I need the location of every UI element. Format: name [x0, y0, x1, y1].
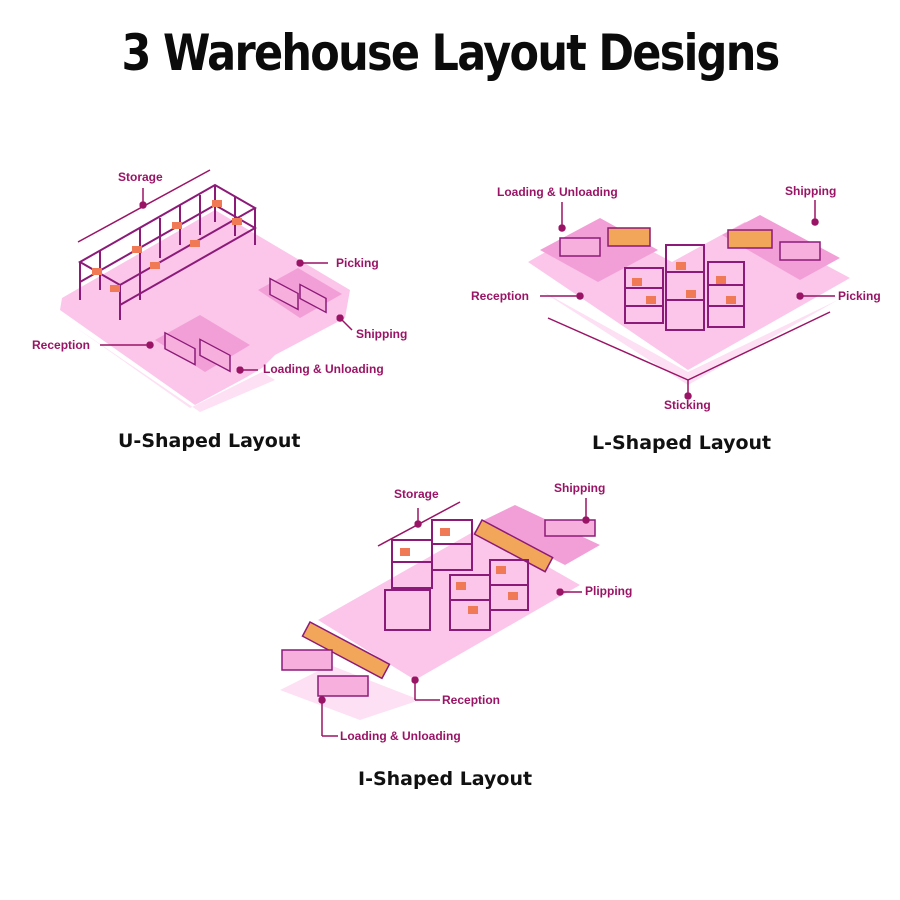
l-label-loading: Loading & Unloading	[497, 185, 618, 199]
i-shipping-dock	[473, 505, 600, 573]
i-storage-boxes	[400, 528, 518, 614]
i-loading-dock	[281, 620, 391, 697]
l-label-picking: Picking	[838, 289, 881, 303]
l-leader-lines	[540, 200, 835, 400]
i-label-storage: Storage	[394, 487, 439, 501]
l-shaped-caption: L-Shaped Layout	[592, 432, 772, 454]
u-label-loading: Loading & Unloading	[263, 362, 384, 376]
u-leader-lines	[77, 169, 353, 374]
l-label-reception: Reception	[471, 289, 529, 303]
u-shipping-dock	[258, 268, 342, 318]
i-storage-racks	[384, 519, 529, 631]
i-label-picking: Plipping	[585, 584, 632, 598]
u-storage-boxes	[92, 200, 242, 292]
l-label-stocking: Sticking	[664, 398, 711, 412]
l-shipping-dock	[722, 215, 840, 280]
l-storage-racks	[624, 244, 745, 331]
u-shaped-caption: U-Shaped Layout	[118, 430, 301, 452]
u-label-reception: Reception	[32, 338, 90, 352]
u-label-shipping: Shipping	[356, 327, 407, 341]
i-label-loading: Loading & Unloading	[340, 729, 461, 743]
i-leader-lines	[318, 498, 590, 737]
i-label-reception: Reception	[442, 693, 500, 707]
l-loading-dock	[540, 218, 658, 282]
u-label-storage: Storage	[118, 170, 163, 184]
l-shaped-diagram: Loading & Unloading Shipping Reception P…	[471, 184, 881, 412]
i-shaped-diagram: Storage Shipping Plipping Reception Load…	[280, 481, 632, 743]
u-loading-dock	[155, 315, 250, 373]
l-storage-boxes	[632, 262, 736, 304]
i-shaped-caption: I-Shaped Layout	[358, 768, 533, 790]
u-floor	[60, 210, 350, 405]
u-label-picking: Picking	[336, 256, 379, 270]
page-title: 3 Warehouse Layout Designs	[121, 24, 781, 82]
i-label-shipping: Shipping	[554, 481, 605, 495]
u-shaped-diagram: Storage Picking Shipping Reception Loadi…	[32, 169, 407, 412]
l-label-shipping: Shipping	[785, 184, 836, 198]
